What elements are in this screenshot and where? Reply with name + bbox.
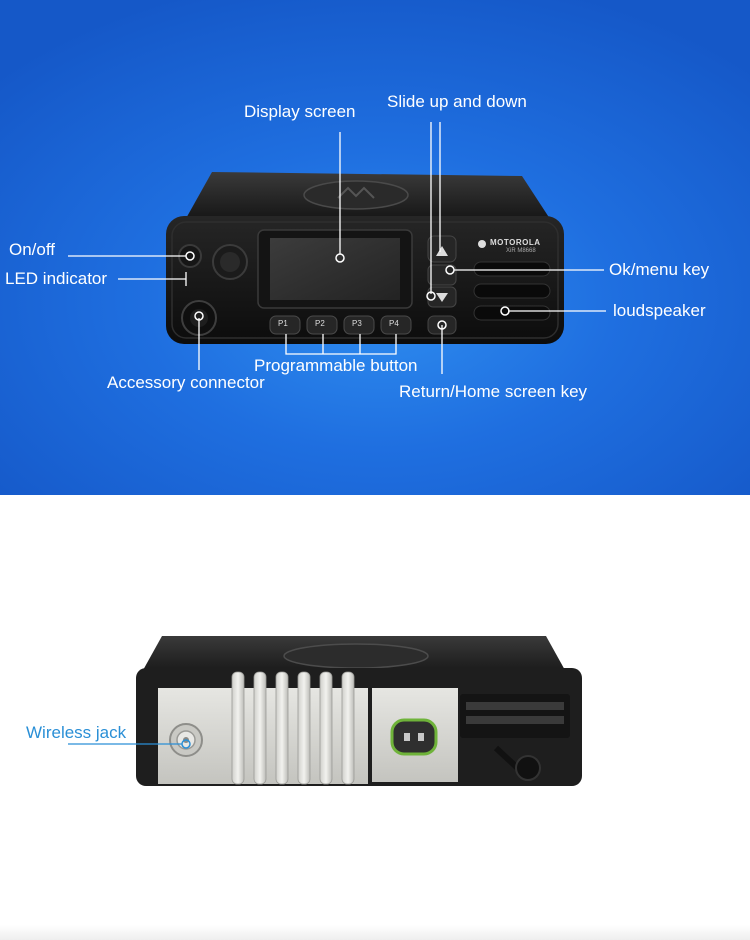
return-home-key-label: Return/Home screen key	[399, 382, 588, 401]
model-text: XiR M8668	[506, 248, 536, 254]
programmable-button-label: Programmable button	[254, 356, 418, 375]
accessory-connector-label: Accessory connector	[107, 373, 265, 392]
slide-up-down-label: Slide up and down	[387, 92, 527, 111]
display-screen	[270, 238, 400, 300]
p2-button-text: P2	[315, 319, 325, 328]
loudspeaker-grille	[473, 261, 551, 321]
brand-text: MOTOROLA	[490, 238, 541, 247]
ok-menu-key-label: Ok/menu key	[609, 260, 710, 279]
on-off-label: On/off	[9, 240, 55, 259]
p4-button-text: P4	[389, 319, 399, 328]
power-connector	[390, 718, 438, 756]
bottom-fade	[0, 925, 750, 940]
programmable-buttons	[269, 315, 412, 335]
loudspeaker-label: loudspeaker	[613, 301, 706, 320]
p3-button-text: P3	[352, 319, 362, 328]
wireless-jack-label: Wireless jack	[26, 723, 127, 742]
heatsink-fins	[231, 671, 355, 785]
p1-button-text: P1	[278, 319, 288, 328]
radio-front-illustration	[166, 172, 564, 344]
display-screen-label: Display screen	[244, 102, 356, 121]
led-indicator-label: LED indicator	[5, 269, 108, 288]
